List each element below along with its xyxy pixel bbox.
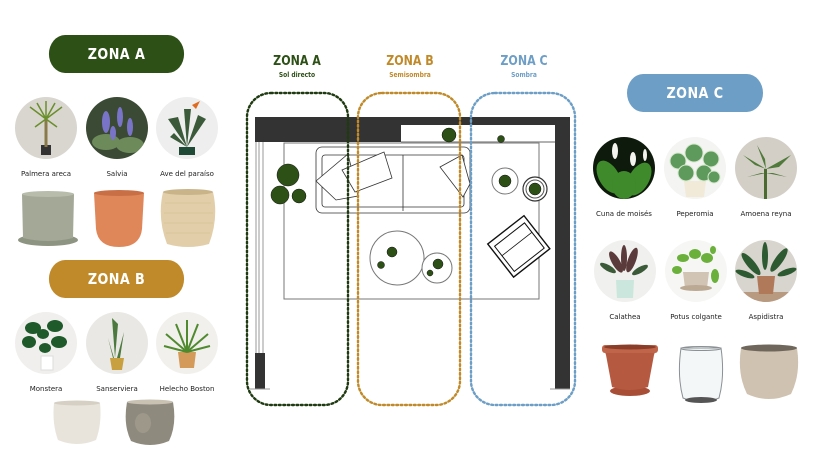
- terracotta-pot: [92, 189, 146, 249]
- monstera-plant-icon: [15, 312, 77, 374]
- wall-right: [555, 117, 570, 389]
- floorplan-zone-c-header: ZONA C Sombra: [488, 54, 560, 79]
- zone-subtitle: Semisombra: [389, 71, 431, 79]
- zone-title: ZONA A: [273, 54, 321, 69]
- calathea-plant-icon: [594, 240, 656, 302]
- plant-card: Cuna de moisés: [593, 137, 655, 218]
- marble-grey-pot: [125, 399, 175, 449]
- boston-fern-plant-icon: [156, 312, 218, 374]
- palm-plant-icon: [15, 97, 77, 159]
- glass-vase-pot: [677, 346, 725, 406]
- plant-name: Cuna de moisés: [596, 210, 652, 218]
- peace-lily-plant-icon: [593, 137, 655, 199]
- zona-a-header: ZONA A: [48, 35, 185, 73]
- wall-top-right: [401, 117, 570, 125]
- plant-card: Salvia: [86, 97, 148, 178]
- plant-name: Palmera areca: [20, 170, 72, 178]
- zone-a-outline: [245, 91, 350, 407]
- zone-c-outline: [469, 91, 577, 407]
- zona-c-header: ZONA C: [627, 74, 763, 112]
- armchair: [486, 214, 551, 279]
- plant-name: Peperomia: [676, 210, 714, 218]
- plant-name: Monstera: [29, 385, 63, 393]
- floorplan-zone-b-header: ZONA B Semisombra: [374, 54, 446, 79]
- plant-name: Sanserviera: [96, 385, 138, 393]
- zone-subtitle: Sol directo: [278, 71, 316, 79]
- plant-name: Salvia: [106, 170, 128, 178]
- sage-ceramic-pot: [17, 190, 79, 248]
- plant-card: Palmera areca: [15, 97, 77, 178]
- white-speckled-pot: [52, 400, 102, 448]
- plant-card: Sanserviera: [86, 312, 148, 393]
- plant-card: Aspidistra: [735, 240, 797, 321]
- plant-cluster: [270, 127, 505, 205]
- plant-name: Ave del paraíso: [160, 170, 214, 178]
- plant-card: Monstera: [15, 312, 77, 393]
- bird-of-paradise-plant-icon: [156, 97, 218, 159]
- zona-a-title: ZONA A: [87, 45, 146, 63]
- sansevieria-plant-icon: [86, 312, 148, 374]
- wall-left-bottom: [255, 353, 265, 389]
- plant-name: Potus colgante: [670, 313, 722, 321]
- plant-name: Calathea: [609, 313, 641, 321]
- stone-beige-pot: [739, 344, 799, 402]
- floorplan-zone-a-header: ZONA A Sol directo: [262, 54, 332, 79]
- plant-name: Amoena reyna: [740, 210, 792, 218]
- zona-c-title: ZONA C: [666, 84, 724, 102]
- zona-b-header: ZONA B: [48, 260, 185, 298]
- zone-title: ZONA C: [500, 54, 548, 69]
- sofa: [315, 146, 471, 214]
- plant-name: Helecho Boston: [159, 385, 215, 393]
- plant-card: Ave del paraíso: [156, 97, 218, 178]
- wall-top-left: [255, 117, 401, 142]
- plant-card: Amoena reyna: [735, 137, 797, 218]
- aspidistra-plant-icon: [735, 240, 797, 302]
- floorplan: [240, 85, 585, 410]
- plant-card: Helecho Boston: [156, 312, 218, 393]
- plant-name: Aspidistra: [748, 313, 784, 321]
- dieffenbachia-plant-icon: [735, 137, 797, 199]
- salvia-plant-icon: [86, 97, 148, 159]
- plant-card: Calathea: [594, 240, 656, 321]
- peperomia-plant-icon: [664, 137, 726, 199]
- terracotta-plastic-pot: [600, 343, 660, 399]
- plant-card: Peperomia: [664, 137, 726, 218]
- zone-b-outline: [356, 91, 462, 407]
- woven-basket-pot: [159, 188, 217, 250]
- plant-card: Potus colgante: [665, 240, 727, 321]
- zone-subtitle: Sombra: [511, 71, 537, 79]
- zona-b-title: ZONA B: [87, 270, 146, 288]
- pothos-plant-icon: [665, 240, 727, 302]
- zone-title: ZONA B: [386, 54, 434, 69]
